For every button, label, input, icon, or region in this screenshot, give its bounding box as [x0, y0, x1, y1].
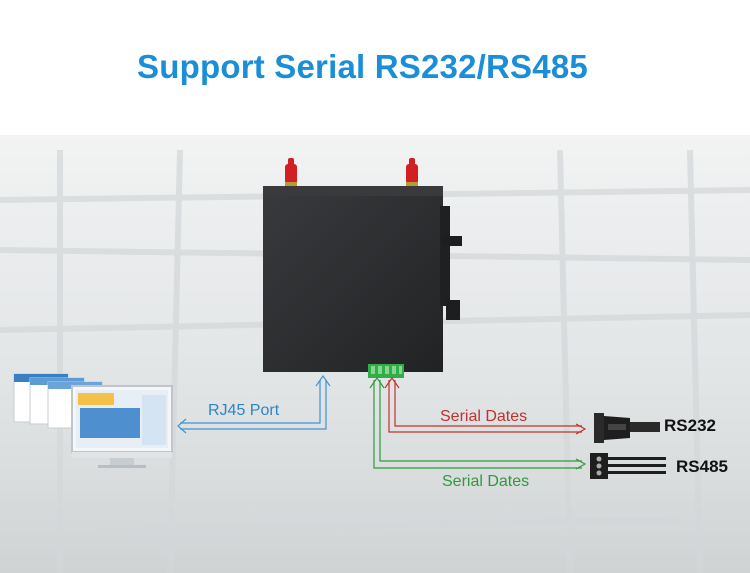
serial-dates-label-rs485: Serial Dates	[442, 473, 530, 490]
rj45-port-label: RJ45 Port	[208, 402, 280, 419]
monitor-icon	[13, 373, 173, 468]
serial-red-connection	[384, 376, 587, 435]
router-device-icon	[263, 186, 462, 372]
serial-dates-label-rs232: Serial Dates	[440, 408, 528, 425]
rs232-label: RS232	[664, 416, 716, 435]
rs485-label: RS485	[676, 457, 728, 476]
serial-green-connection	[369, 376, 587, 470]
antenna-icon	[285, 158, 418, 188]
rs485-connector-icon	[590, 453, 666, 479]
db9-connector-icon	[594, 413, 660, 443]
rj45-connection	[177, 374, 331, 434]
banner-title: Support Serial RS232/RS485	[137, 48, 588, 85]
terminal-block-icon	[368, 364, 404, 378]
